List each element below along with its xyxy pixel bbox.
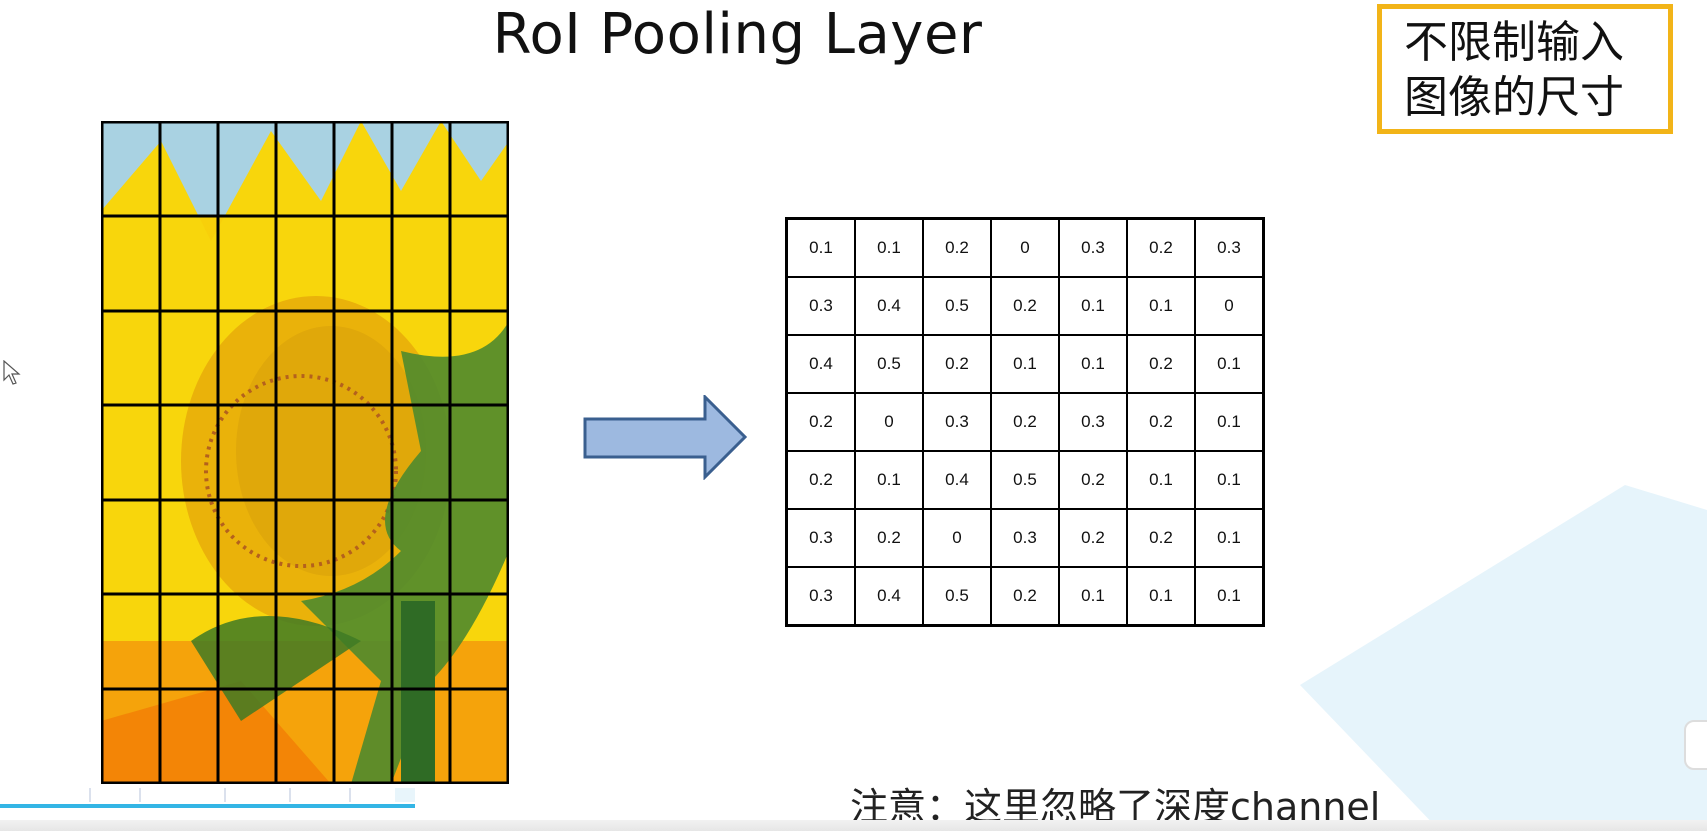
- matrix-cell: 0.4: [922, 450, 992, 510]
- matrix-cell: 0.1: [1194, 334, 1265, 394]
- matrix-cell: 0.2: [854, 508, 924, 568]
- matrix-cell: 0.4: [854, 276, 924, 336]
- matrix-cell: 0.3: [922, 392, 992, 452]
- matrix-cell: 0.3: [785, 566, 856, 627]
- matrix-cell: 0.4: [785, 334, 856, 394]
- matrix-cell: 0.2: [1126, 392, 1196, 452]
- matrix-cell: 0.1: [1194, 450, 1265, 510]
- pooling-grid: [101, 121, 509, 784]
- matrix-cell: 0.3: [1058, 392, 1128, 452]
- matrix-cell: 0.4: [854, 566, 924, 627]
- matrix-cell: 0.5: [922, 276, 992, 336]
- mouse-cursor-icon: [3, 360, 21, 385]
- slide-title: RoI Pooling Layer: [492, 2, 983, 67]
- matrix-cell: 0: [990, 217, 1060, 278]
- matrix-cell: 0.1: [1058, 276, 1128, 336]
- video-progress-bar[interactable]: [0, 804, 415, 808]
- matrix-cell: 0.1: [854, 450, 924, 510]
- matrix-cell: 0.3: [1194, 217, 1265, 278]
- matrix-cell: 0.2: [990, 392, 1060, 452]
- matrix-cell: 0: [922, 508, 992, 568]
- matrix-cell: 0.2: [990, 566, 1060, 627]
- matrix-cell: 0.2: [785, 392, 856, 452]
- matrix-cell: 0.1: [1126, 450, 1196, 510]
- matrix-cell: 0.1: [990, 334, 1060, 394]
- matrix-cell: 0.1: [1194, 508, 1265, 568]
- note-line-1: 不限制输入: [1404, 17, 1624, 68]
- matrix-cell: 0.3: [1058, 217, 1128, 278]
- matrix-cell: 0.2: [785, 450, 856, 510]
- matrix-cell: 0.5: [990, 450, 1060, 510]
- matrix-cell: 0: [1194, 276, 1265, 336]
- matrix-cell: 0.2: [922, 217, 992, 278]
- player-side-widget[interactable]: [1684, 720, 1707, 770]
- note-box: 不限制输入 图像的尺寸: [1377, 4, 1673, 134]
- matrix-cell: 0.5: [854, 334, 924, 394]
- matrix-cell: 0.3: [785, 508, 856, 568]
- matrix-cell: 0.2: [1126, 334, 1196, 394]
- matrix-cell: 0.1: [1126, 276, 1196, 336]
- player-bottom-bar: [0, 820, 1707, 831]
- decorative-triangle: [1300, 485, 1707, 831]
- matrix-cell: 0.1: [1194, 392, 1265, 452]
- matrix-cell: 0.2: [1126, 508, 1196, 568]
- matrix-cell: 0.1: [854, 217, 924, 278]
- matrix-cell: 0.2: [1058, 450, 1128, 510]
- sunflower-image: [101, 121, 509, 784]
- matrix-cell: 0.1: [785, 217, 856, 278]
- matrix-cell: 0.2: [1126, 217, 1196, 278]
- note-line-2: 图像的尺寸: [1404, 72, 1624, 123]
- matrix-cell: 0.2: [990, 276, 1060, 336]
- matrix-cell: 0.1: [1058, 566, 1128, 627]
- right-arrow-icon: [583, 395, 748, 480]
- matrix-cell: 0.1: [1126, 566, 1196, 627]
- matrix-cell: 0.3: [785, 276, 856, 336]
- matrix-cell: 0.5: [922, 566, 992, 627]
- matrix-cell: 0.1: [1058, 334, 1128, 394]
- matrix-cell: 0.3: [990, 508, 1060, 568]
- matrix-cell: 0.1: [1194, 566, 1265, 627]
- matrix-cell: 0.2: [922, 334, 992, 394]
- matrix-cell: 0: [854, 392, 924, 452]
- video-progress-markers: [89, 788, 415, 802]
- matrix-cell: 0.2: [1058, 508, 1128, 568]
